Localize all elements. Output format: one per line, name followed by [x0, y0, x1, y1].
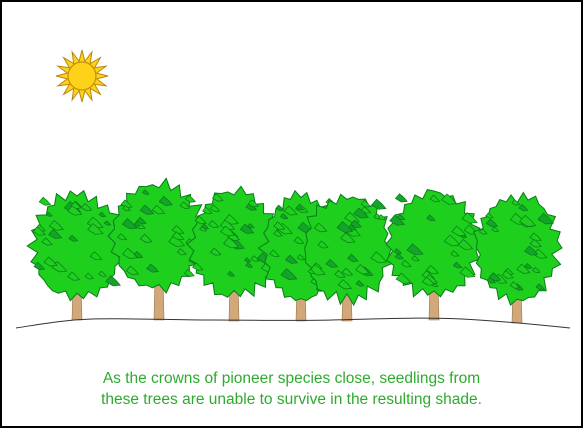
- caption-line-1: As the crowns of pioneer species close, …: [2, 368, 581, 389]
- tree: [474, 193, 562, 324]
- ground-line: [16, 318, 570, 328]
- tree: [386, 190, 480, 320]
- tree: [27, 191, 124, 320]
- caption-line-2: these trees are unable to survive in the…: [2, 389, 581, 410]
- sun-icon: [56, 50, 108, 102]
- tree-row: [27, 178, 562, 323]
- caption: As the crowns of pioneer species close, …: [2, 368, 581, 410]
- sun-disc: [68, 62, 96, 90]
- tree: [305, 194, 392, 321]
